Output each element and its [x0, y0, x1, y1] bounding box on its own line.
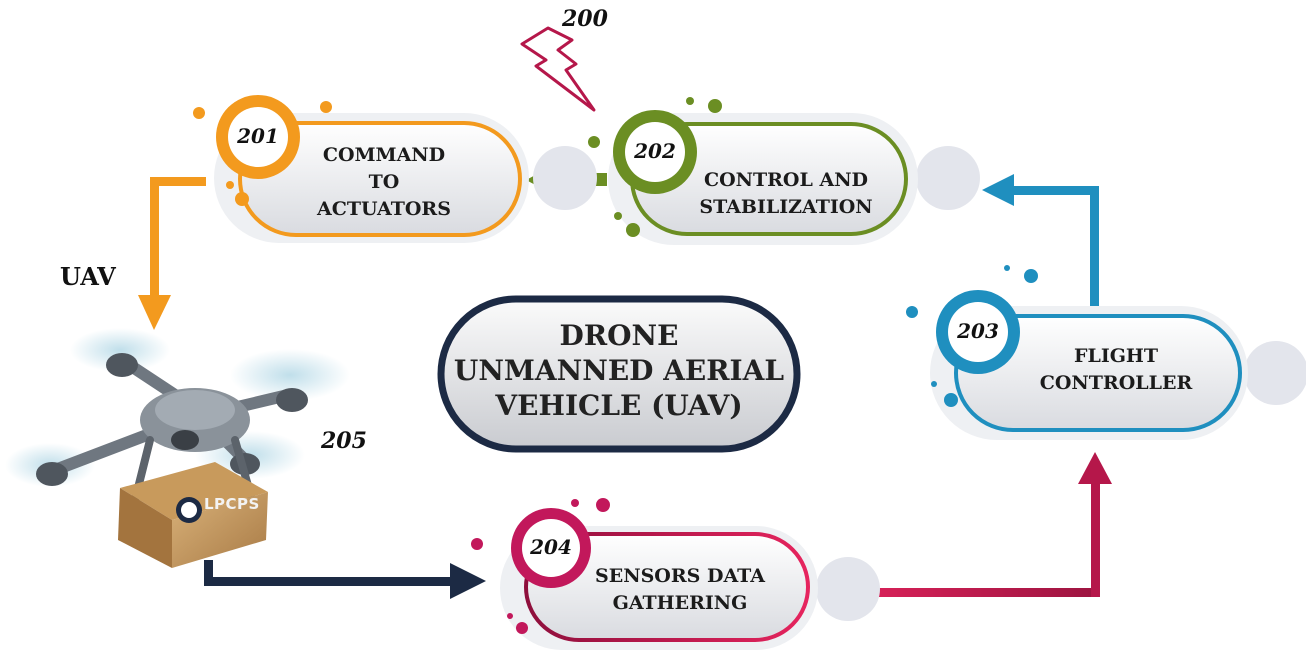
node-201-label: COMMAND TO ACTUATORS — [284, 142, 484, 223]
node-201-number: 201 — [237, 124, 279, 148]
node-201-line2: TO — [368, 171, 400, 193]
node-204-number: 204 — [530, 535, 572, 559]
node-202-line2: STABILIZATION — [699, 196, 873, 218]
decorative-dots — [193, 97, 1038, 634]
node-204-line1: SENSORS DATA — [595, 565, 765, 587]
lightning-icon — [520, 26, 596, 112]
center-title-line3: VEHICLE (UAV) — [495, 389, 743, 422]
package-icon — [118, 462, 268, 568]
node-202 — [608, 110, 918, 245]
arrow-drone-to-204 — [204, 560, 486, 599]
node-202-label: CONTROL AND STABILIZATION — [686, 167, 886, 221]
node-202-number: 202 — [634, 139, 676, 163]
node-201-line3: ACTUATORS — [317, 198, 451, 220]
node-203-number: 203 — [957, 319, 999, 343]
node-203-line1: FLIGHT — [1073, 345, 1159, 367]
center-title-line2: UNMANNED AERIAL — [453, 354, 785, 387]
node-203-label: FLIGHT CONTROLLER — [1016, 343, 1216, 397]
node-201-line1: COMMAND — [322, 144, 446, 166]
node-204 — [500, 508, 818, 650]
node-202-line1: CONTROL AND — [703, 169, 869, 191]
arrow-204-to-203 — [815, 452, 1112, 597]
center-title-box — [437, 295, 801, 453]
drone-ref-label: 205 — [321, 428, 367, 454]
package-logo-text: LPCPS — [204, 495, 260, 513]
node-204-line2: GATHERING — [612, 592, 748, 614]
center-title-line1: DRONE — [559, 319, 679, 352]
node-204-label: SENSORS DATA GATHERING — [580, 563, 780, 617]
arrow-203-to-202 — [982, 174, 1099, 310]
node-203 — [930, 290, 1248, 440]
figure-label: 200 — [562, 6, 608, 32]
center-title: DRONE UNMANNED AERIAL VEHICLE (UAV) — [449, 318, 789, 423]
arrow-201-to-drone — [138, 177, 206, 330]
node-201 — [214, 95, 529, 243]
node-203-line2: CONTROLLER — [1039, 372, 1193, 394]
uav-label: UAV — [60, 262, 116, 291]
